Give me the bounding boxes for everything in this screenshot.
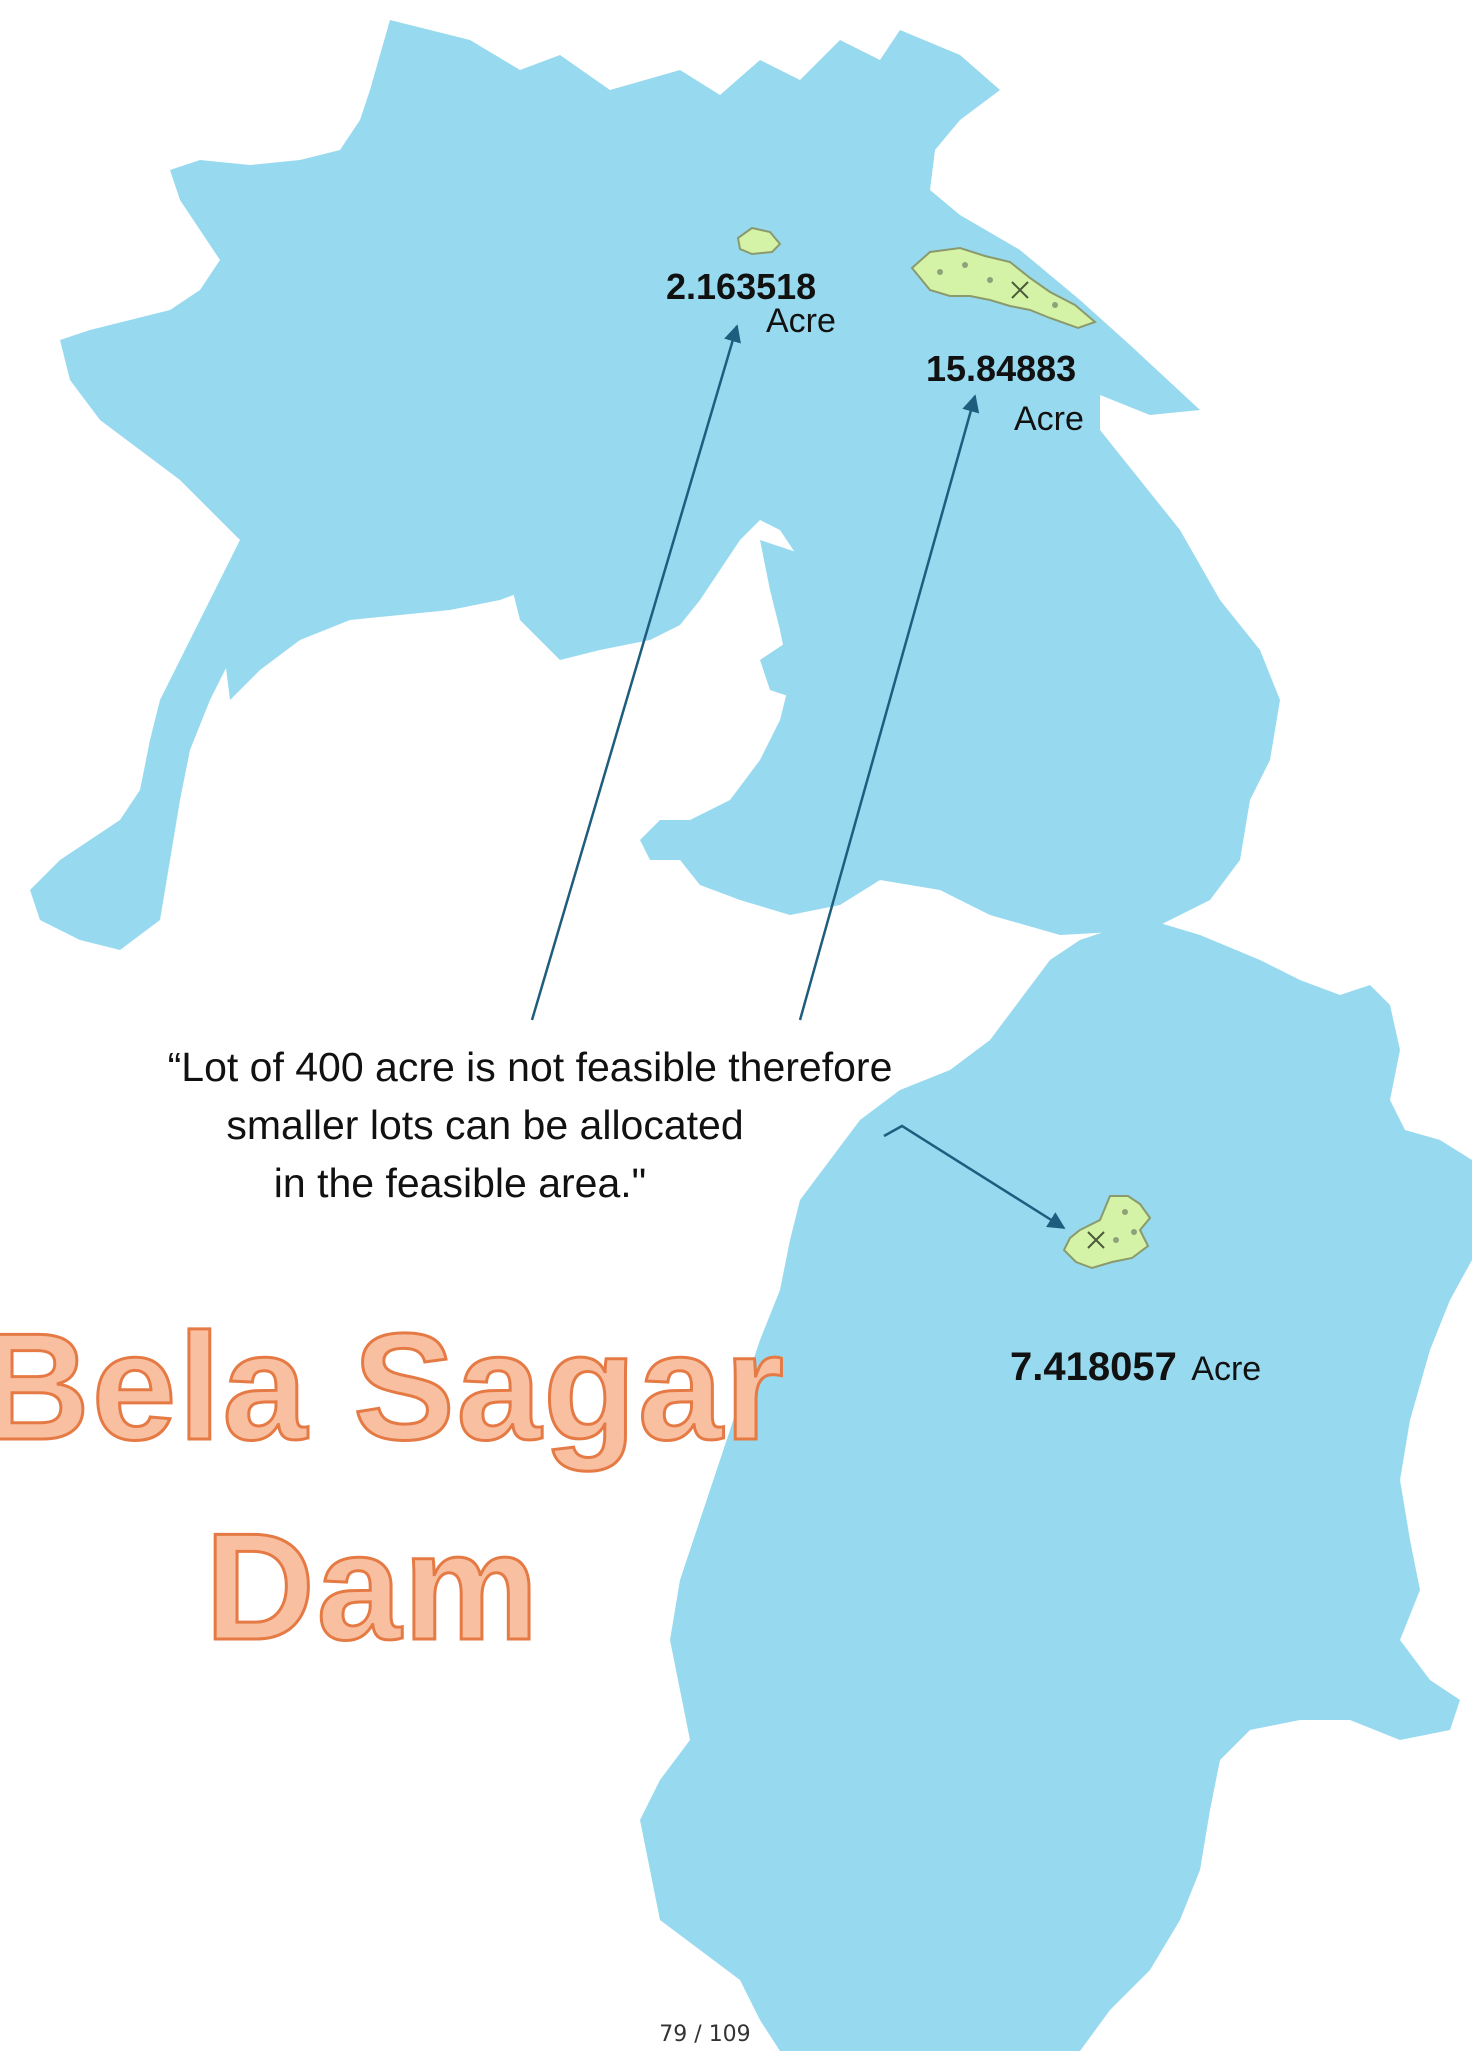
plot-1-label: 2.163518 Acre [666, 266, 836, 341]
map-title-line-1: Bela Sagar [0, 1301, 786, 1474]
arrow-to-plot-1 [530, 324, 741, 1021]
arrow-to-plot-3 [883, 1124, 1066, 1230]
western-arm [225, 500, 560, 700]
plot-3-label: 7.418057 Acre [1010, 1345, 1261, 1390]
island-plot-2-marker [1011, 281, 1029, 299]
map-title-line-2: Dam [203, 1501, 541, 1674]
note-line-3: in the feasible area." [273, 1160, 647, 1206]
plot-3-value: 7.418057 [1010, 1345, 1177, 1389]
plot-3-unit: Acre [1191, 1350, 1262, 1388]
note-line-1: “Lot of 400 acre is not feasible therefo… [167, 1044, 893, 1090]
plot-2-value: 15.84883 [926, 348, 1077, 389]
feasibility-note: “Lot of 400 acre is not feasible therefo… [50, 1038, 1010, 1212]
plot-1-value: 2.163518 [666, 266, 817, 307]
island-plot-3 [1062, 1195, 1152, 1270]
island-plot-3-marker [1087, 1231, 1105, 1249]
page-number: 79 / 109 [659, 2022, 751, 2047]
arrow-to-plot-2 [798, 394, 980, 1021]
lower-reservoir [640, 920, 1472, 2051]
island-plot-1 [736, 226, 782, 256]
island-plot-2 [910, 246, 1097, 330]
plot-2-unit: Acre [1014, 400, 1084, 438]
plot-2-label: 15.84883 Acre [926, 348, 1084, 439]
note-line-2: smaller lots can be allocated [226, 1102, 744, 1148]
central-branch [680, 540, 860, 850]
upper-reservoir [30, 20, 1280, 950]
plot-1-unit: Acre [766, 302, 836, 340]
